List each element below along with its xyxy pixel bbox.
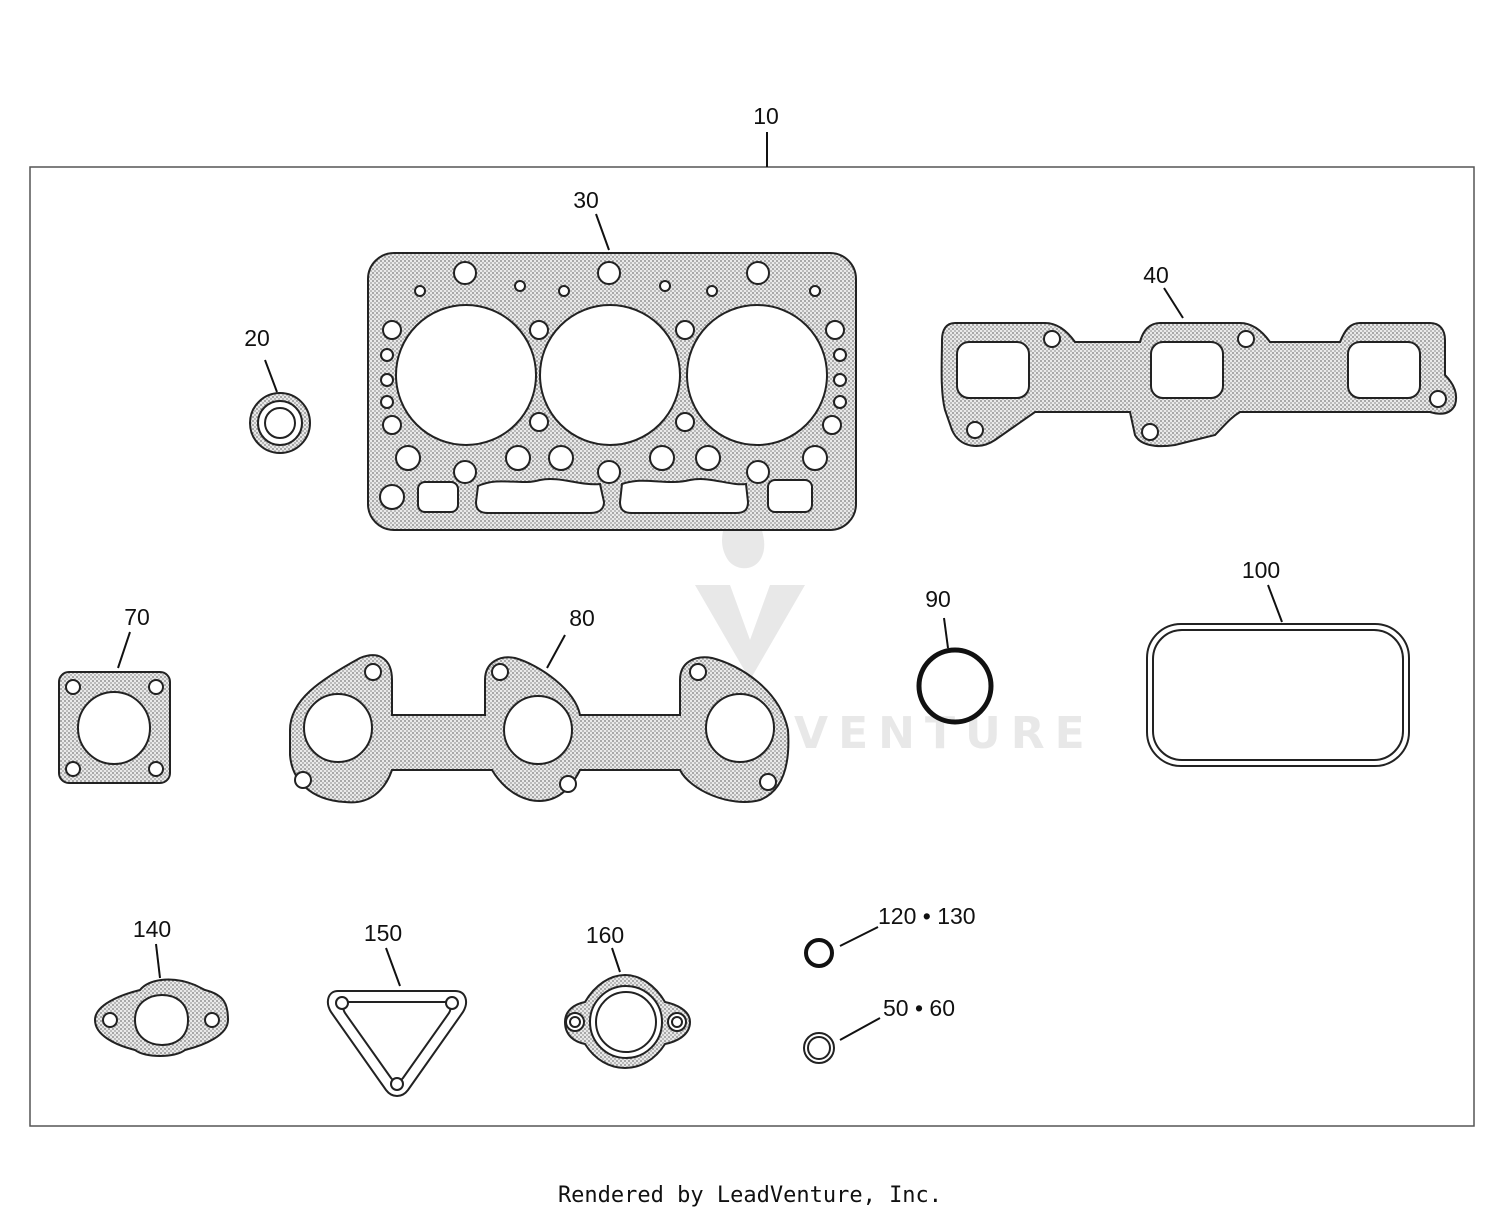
callout-120-130[interactable]: 120 • 130	[878, 903, 976, 929]
part-120-130-o-ring[interactable]	[804, 938, 834, 968]
leader-30	[595, 213, 610, 251]
callout-20[interactable]: 20	[244, 325, 270, 351]
part-50-60-washer[interactable]	[803, 1032, 835, 1064]
leader-90	[943, 617, 949, 649]
callout-150[interactable]: 150	[364, 920, 402, 946]
part-20-oil-seal[interactable]	[249, 392, 311, 454]
part-140-gasket[interactable]	[93, 978, 230, 1057]
leader-70	[117, 631, 131, 669]
leader-140	[155, 943, 161, 979]
part-70-flange-gasket[interactable]	[58, 671, 171, 784]
part-80-intake-gasket[interactable]	[289, 654, 790, 804]
leader-150	[385, 947, 401, 987]
part-90-o-ring[interactable]	[916, 647, 994, 725]
part-40-manifold-gasket[interactable]	[940, 322, 1458, 448]
callout-10[interactable]: 10	[753, 103, 779, 129]
callout-70[interactable]: 70	[124, 604, 150, 630]
leader-80	[546, 634, 566, 669]
leader-40	[1163, 287, 1184, 319]
leader-20	[264, 359, 278, 393]
leader-120-130	[839, 926, 879, 947]
callout-90[interactable]: 90	[925, 586, 951, 612]
part-150-gasket[interactable]	[326, 990, 468, 1097]
leader-100	[1267, 584, 1283, 623]
callout-80[interactable]: 80	[569, 605, 595, 631]
leader-50-60	[839, 1017, 881, 1041]
part-30-head-gasket[interactable]	[367, 252, 857, 531]
rendered-by-footer: Rendered by LeadVenture, Inc.	[557, 1183, 943, 1208]
callout-40[interactable]: 40	[1143, 262, 1169, 288]
leader-160	[611, 947, 621, 973]
callout-30[interactable]: 30	[573, 187, 599, 213]
callout-50-60[interactable]: 50 • 60	[883, 995, 955, 1021]
kit-frame	[29, 166, 1475, 1127]
callout-100[interactable]: 100	[1242, 557, 1280, 583]
part-160-gasket[interactable]	[563, 973, 692, 1070]
callout-160[interactable]: 160	[586, 922, 624, 948]
callout-140[interactable]: 140	[133, 916, 171, 942]
part-100-cover-gasket[interactable]	[1146, 623, 1410, 767]
